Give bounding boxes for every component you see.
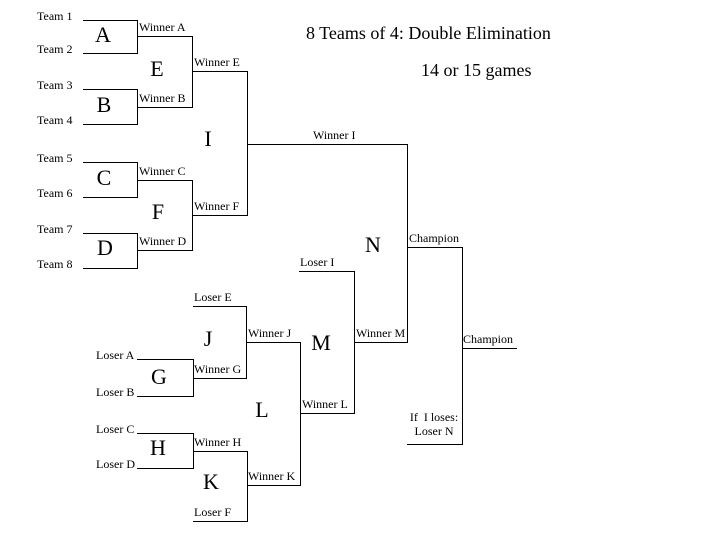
team-1-label: Team 1 — [37, 9, 73, 23]
match-e-connector — [192, 36, 193, 108]
match-n-letter: N — [365, 232, 381, 257]
winner-h-label: Winner H — [194, 435, 242, 449]
winner-f-line — [192, 215, 247, 216]
match-j-letter: J — [203, 326, 213, 351]
loser-n-seed-line — [407, 444, 462, 445]
team-2-label: Team 2 — [37, 42, 73, 56]
match-a-connector — [137, 20, 138, 54]
winner-b-label: Winner B — [139, 91, 186, 105]
loser-e-seed-line — [193, 306, 246, 307]
team-3-label: Team 3 — [37, 78, 73, 92]
match-d-connector — [137, 233, 138, 269]
match-g-letter: G — [151, 364, 167, 389]
winner-i-line — [247, 144, 407, 145]
match-l-connector — [300, 342, 301, 486]
champion-label: Champion — [409, 231, 459, 245]
match-c-letter: C — [96, 165, 112, 190]
match-e-letter: E — [150, 56, 164, 81]
winner-c-label: Winner C — [139, 164, 186, 178]
loser-b-label: Loser B — [96, 385, 135, 399]
team4-seed-line — [83, 124, 137, 125]
team8-seed-line — [83, 268, 137, 269]
final-champion-line — [462, 348, 517, 349]
winner-j-line — [246, 342, 300, 343]
winner-i-label: Winner I — [313, 128, 356, 142]
winner-a-line — [137, 36, 192, 37]
if-i-loses-line2: Loser N — [414, 424, 454, 438]
match-b-letter: B — [96, 92, 112, 117]
winner-m-line — [354, 342, 407, 343]
winner-e-label: Winner E — [194, 55, 240, 69]
winner-c-line — [137, 180, 192, 181]
winner-d-line — [137, 250, 192, 251]
team-8-label: Team 8 — [37, 257, 73, 271]
team6-seed-line — [83, 197, 137, 198]
loser-d-seed-line — [137, 468, 193, 469]
loser-i-seed-line — [299, 271, 354, 272]
match-f-letter: F — [151, 199, 165, 224]
loser-e-label: Loser E — [194, 290, 232, 304]
match-n-connector — [407, 144, 408, 343]
match-d-letter: D — [97, 235, 113, 260]
match-a-letter: A — [95, 22, 111, 47]
winner-l-label: Winner L — [302, 397, 348, 411]
loser-a-seed-line — [137, 359, 193, 360]
page-subtitle: 14 or 15 games — [421, 60, 532, 80]
loser-f-label: Loser F — [194, 505, 231, 519]
winner-m-label: Winner M — [356, 326, 406, 340]
match-k-connector — [247, 451, 248, 522]
team-7-label: Team 7 — [37, 222, 73, 236]
champion-line — [407, 247, 462, 248]
winner-a-label: Winner A — [139, 20, 186, 34]
winner-e-line — [192, 71, 247, 72]
team7-seed-line — [83, 233, 137, 234]
winner-l-line — [300, 413, 354, 414]
final-game-connector — [462, 247, 463, 445]
team-5-label: Team 5 — [37, 151, 73, 165]
team-6-label: Team 6 — [37, 186, 73, 200]
team5-seed-line — [83, 162, 137, 163]
match-i-letter: I — [204, 126, 212, 151]
loser-i-label: Loser I — [300, 255, 335, 269]
loser-a-label: Loser A — [96, 348, 135, 362]
if-i-loses-note: If I loses: Loser N — [405, 410, 463, 438]
loser-c-seed-line — [137, 433, 193, 434]
page-title: 8 Teams of 4: Double Elimination — [306, 23, 551, 43]
loser-d-label: Loser D — [96, 457, 135, 471]
winner-j-label: Winner J — [248, 326, 292, 340]
winner-k-line — [247, 485, 300, 486]
winner-h-line — [193, 451, 247, 452]
match-h-letter: H — [150, 435, 166, 460]
winner-g-line — [193, 378, 246, 379]
match-l-letter: L — [255, 397, 269, 422]
winner-g-label: Winner G — [194, 362, 242, 376]
winner-f-label: Winner F — [194, 199, 240, 213]
winner-b-line — [137, 107, 192, 108]
team1-seed-line — [83, 20, 137, 21]
team2-seed-line — [83, 53, 137, 54]
final-champion-label: Champion — [463, 332, 513, 346]
match-m-letter: M — [311, 330, 331, 355]
team3-seed-line — [83, 89, 137, 90]
if-i-loses-line1: If I loses: — [409, 410, 459, 424]
loser-f-seed-line — [193, 521, 247, 522]
match-i-connector — [247, 71, 248, 216]
team-4-label: Team 4 — [37, 113, 73, 127]
loser-c-label: Loser C — [96, 422, 135, 436]
winner-k-label: Winner K — [248, 469, 296, 483]
loser-b-seed-line — [137, 396, 193, 397]
winner-d-label: Winner D — [139, 234, 187, 248]
match-k-letter: K — [203, 469, 219, 494]
